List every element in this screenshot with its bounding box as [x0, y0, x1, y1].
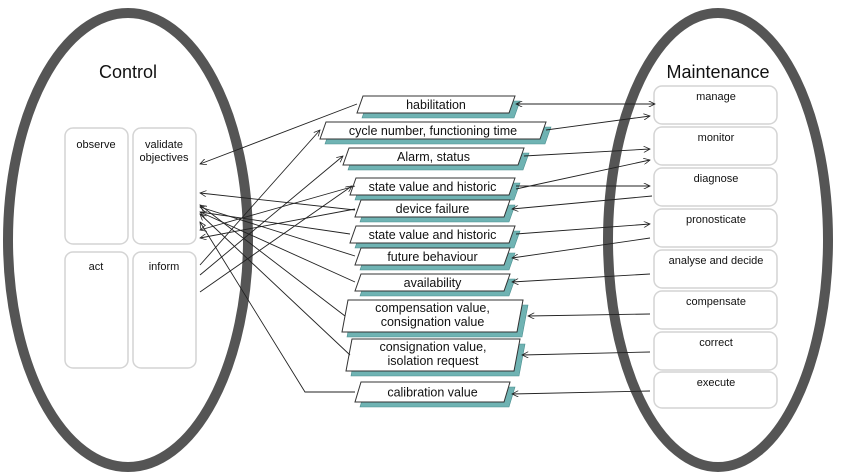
message-habilitation-label: habilitation	[406, 98, 466, 112]
message-habilitation-box	[356, 95, 516, 114]
connector-arrow	[515, 160, 650, 190]
act-label: act	[89, 261, 104, 273]
message-compensation-value-label-line1: compensation value,	[375, 301, 490, 315]
activity-monitor: monitor	[653, 126, 778, 166]
message-compensation-value: compensation value,consignation value	[341, 299, 529, 338]
message-calibration-value-box	[354, 381, 511, 403]
message-availability-box	[354, 273, 511, 292]
connector-arrow	[200, 208, 356, 238]
connector-arrow	[200, 103, 358, 164]
maintenance-title: Maintenance	[666, 62, 769, 82]
message-state-value-2: state value and historic	[349, 225, 521, 249]
message-cycle-number-label: cycle number, functioning time	[349, 124, 517, 138]
activity-diagnose-box	[653, 167, 778, 207]
activity-diagnose-label: diagnose	[694, 173, 739, 185]
inform-label: inform	[149, 261, 180, 273]
message-future-behaviour-label: future behaviour	[387, 250, 477, 264]
message-cycle-number: cycle number, functioning time	[319, 121, 552, 145]
control-ellipse	[3, 8, 253, 472]
connector-arrow	[200, 205, 346, 317]
message-device-failure-label: device failure	[396, 202, 470, 216]
connector-arrow	[200, 193, 356, 211]
connector-arrow	[199, 211, 351, 235]
message-consignation-value: consignation value,isolation request	[345, 338, 526, 377]
message-state-value-2-label: state value and historic	[369, 228, 497, 242]
message-compensation-value-box	[341, 299, 524, 333]
connector-arrow	[515, 224, 650, 235]
activity-compensate-box	[653, 290, 778, 330]
message-future-behaviour: future behaviour	[354, 247, 516, 271]
connector-arrow	[199, 186, 352, 293]
activity-correct-label: correct	[699, 337, 733, 349]
activity-pronosticate-box	[653, 208, 778, 248]
validate-box	[132, 127, 197, 245]
activity-execute-label: execute	[697, 377, 736, 389]
activity-monitor-label: monitor	[698, 132, 735, 144]
control-title: Control	[99, 62, 157, 82]
connector-arrow	[200, 207, 356, 257]
connector-arrow	[199, 130, 320, 266]
inform-box	[132, 251, 197, 369]
connector-arrow	[512, 390, 651, 394]
connector-arrow	[528, 314, 651, 316]
maintenance-group: Maintenance manage monitor diagnose pronost…	[603, 8, 833, 472]
message-cycle-number-box	[319, 121, 547, 140]
message-consignation-value-label-line2: isolation request	[387, 354, 479, 368]
message-compensation-value-label-line2: consignation value	[381, 315, 485, 329]
message-alarm-status-box	[342, 147, 525, 166]
activity-pronosticate: pronosticate	[653, 208, 778, 248]
activity-compensate: compensate	[653, 290, 778, 330]
connector-arrow	[523, 149, 650, 157]
activity-manage: manage	[653, 85, 778, 125]
activity-monitor-box	[653, 126, 778, 166]
activity-correct-box	[653, 331, 778, 371]
message-state-value-1: state value and historic	[349, 177, 521, 201]
activity-analyse-box	[653, 249, 778, 289]
connector-arrow	[512, 273, 651, 282]
activity-analyse-label: analyse and decide	[669, 255, 764, 267]
connector-arrow	[512, 237, 651, 258]
arrows-layer	[200, 104, 655, 394]
control-group: Control observe validate objectives act …	[3, 8, 253, 472]
messages-layer: habilitation cycle number, functioning ti…	[319, 95, 552, 408]
message-calibration-value: calibration value	[354, 381, 516, 408]
connector-arrow	[200, 222, 355, 393]
message-future-behaviour-box	[354, 247, 511, 266]
message-state-value-2-box	[349, 225, 516, 244]
connector-arrow	[545, 116, 650, 131]
activity-pronosticate-label: pronosticate	[686, 214, 746, 226]
message-consignation-value-box	[345, 338, 521, 372]
validate-label-line1: validate	[145, 139, 183, 151]
message-availability: availability	[354, 273, 516, 297]
message-device-failure-box	[354, 199, 511, 218]
message-alarm-status-label: Alarm, status	[397, 150, 470, 164]
activity-compensate-label: compensate	[686, 296, 746, 308]
activity-diagnose: diagnose	[653, 167, 778, 207]
connector-arrow	[200, 185, 356, 230]
validate-label-line2: objectives	[140, 152, 189, 164]
observe-box	[64, 127, 129, 245]
activity-correct: correct	[653, 331, 778, 371]
maintenance-ellipse	[603, 8, 833, 472]
message-consignation-value-label-line1: consignation value,	[379, 340, 486, 354]
connector-arrow	[512, 195, 653, 209]
connector-arrow	[199, 156, 343, 276]
connector-arrow	[200, 212, 356, 283]
observe-label: observe	[76, 139, 115, 151]
message-calibration-value-label: calibration value	[387, 386, 477, 400]
activity-manage-label: manage	[696, 91, 736, 103]
message-availability-label: availability	[404, 276, 462, 290]
message-device-failure: device failure	[354, 199, 516, 223]
connector-arrow	[522, 351, 651, 355]
connector-arrow	[200, 214, 351, 356]
activity-execute: execute	[653, 371, 778, 409]
activity-analyse: analyse and decide	[653, 249, 778, 289]
activity-execute-box	[653, 371, 778, 409]
message-alarm-status: Alarm, status	[342, 147, 530, 171]
act-box	[64, 251, 129, 369]
message-state-value-1-label: state value and historic	[369, 180, 497, 194]
message-habilitation: habilitation	[356, 95, 521, 119]
